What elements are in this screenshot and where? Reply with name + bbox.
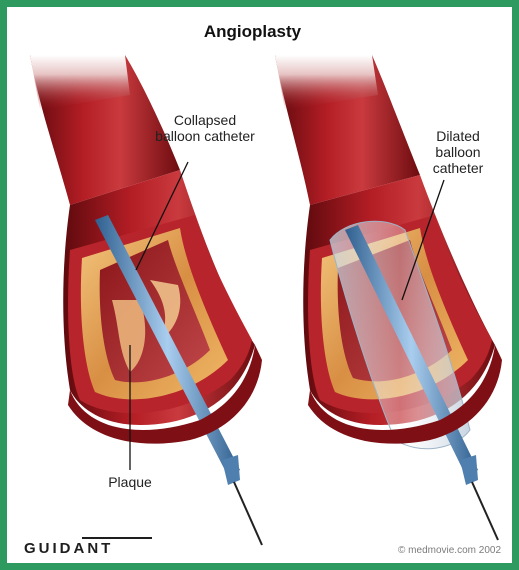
copyright-notice: © medmovie.com 2002 <box>398 545 501 556</box>
plaque-label: Plaque <box>95 474 165 490</box>
brand-logo-bar <box>82 537 152 539</box>
dilated-balloon-catheter-label: Dilated balloon catheter <box>418 128 498 176</box>
diagram-title: Angioplasty <box>0 22 505 42</box>
brand-logo: GUIDANT <box>24 540 156 557</box>
collapsed-balloon-catheter-label: Collapsed balloon catheter <box>150 112 260 144</box>
